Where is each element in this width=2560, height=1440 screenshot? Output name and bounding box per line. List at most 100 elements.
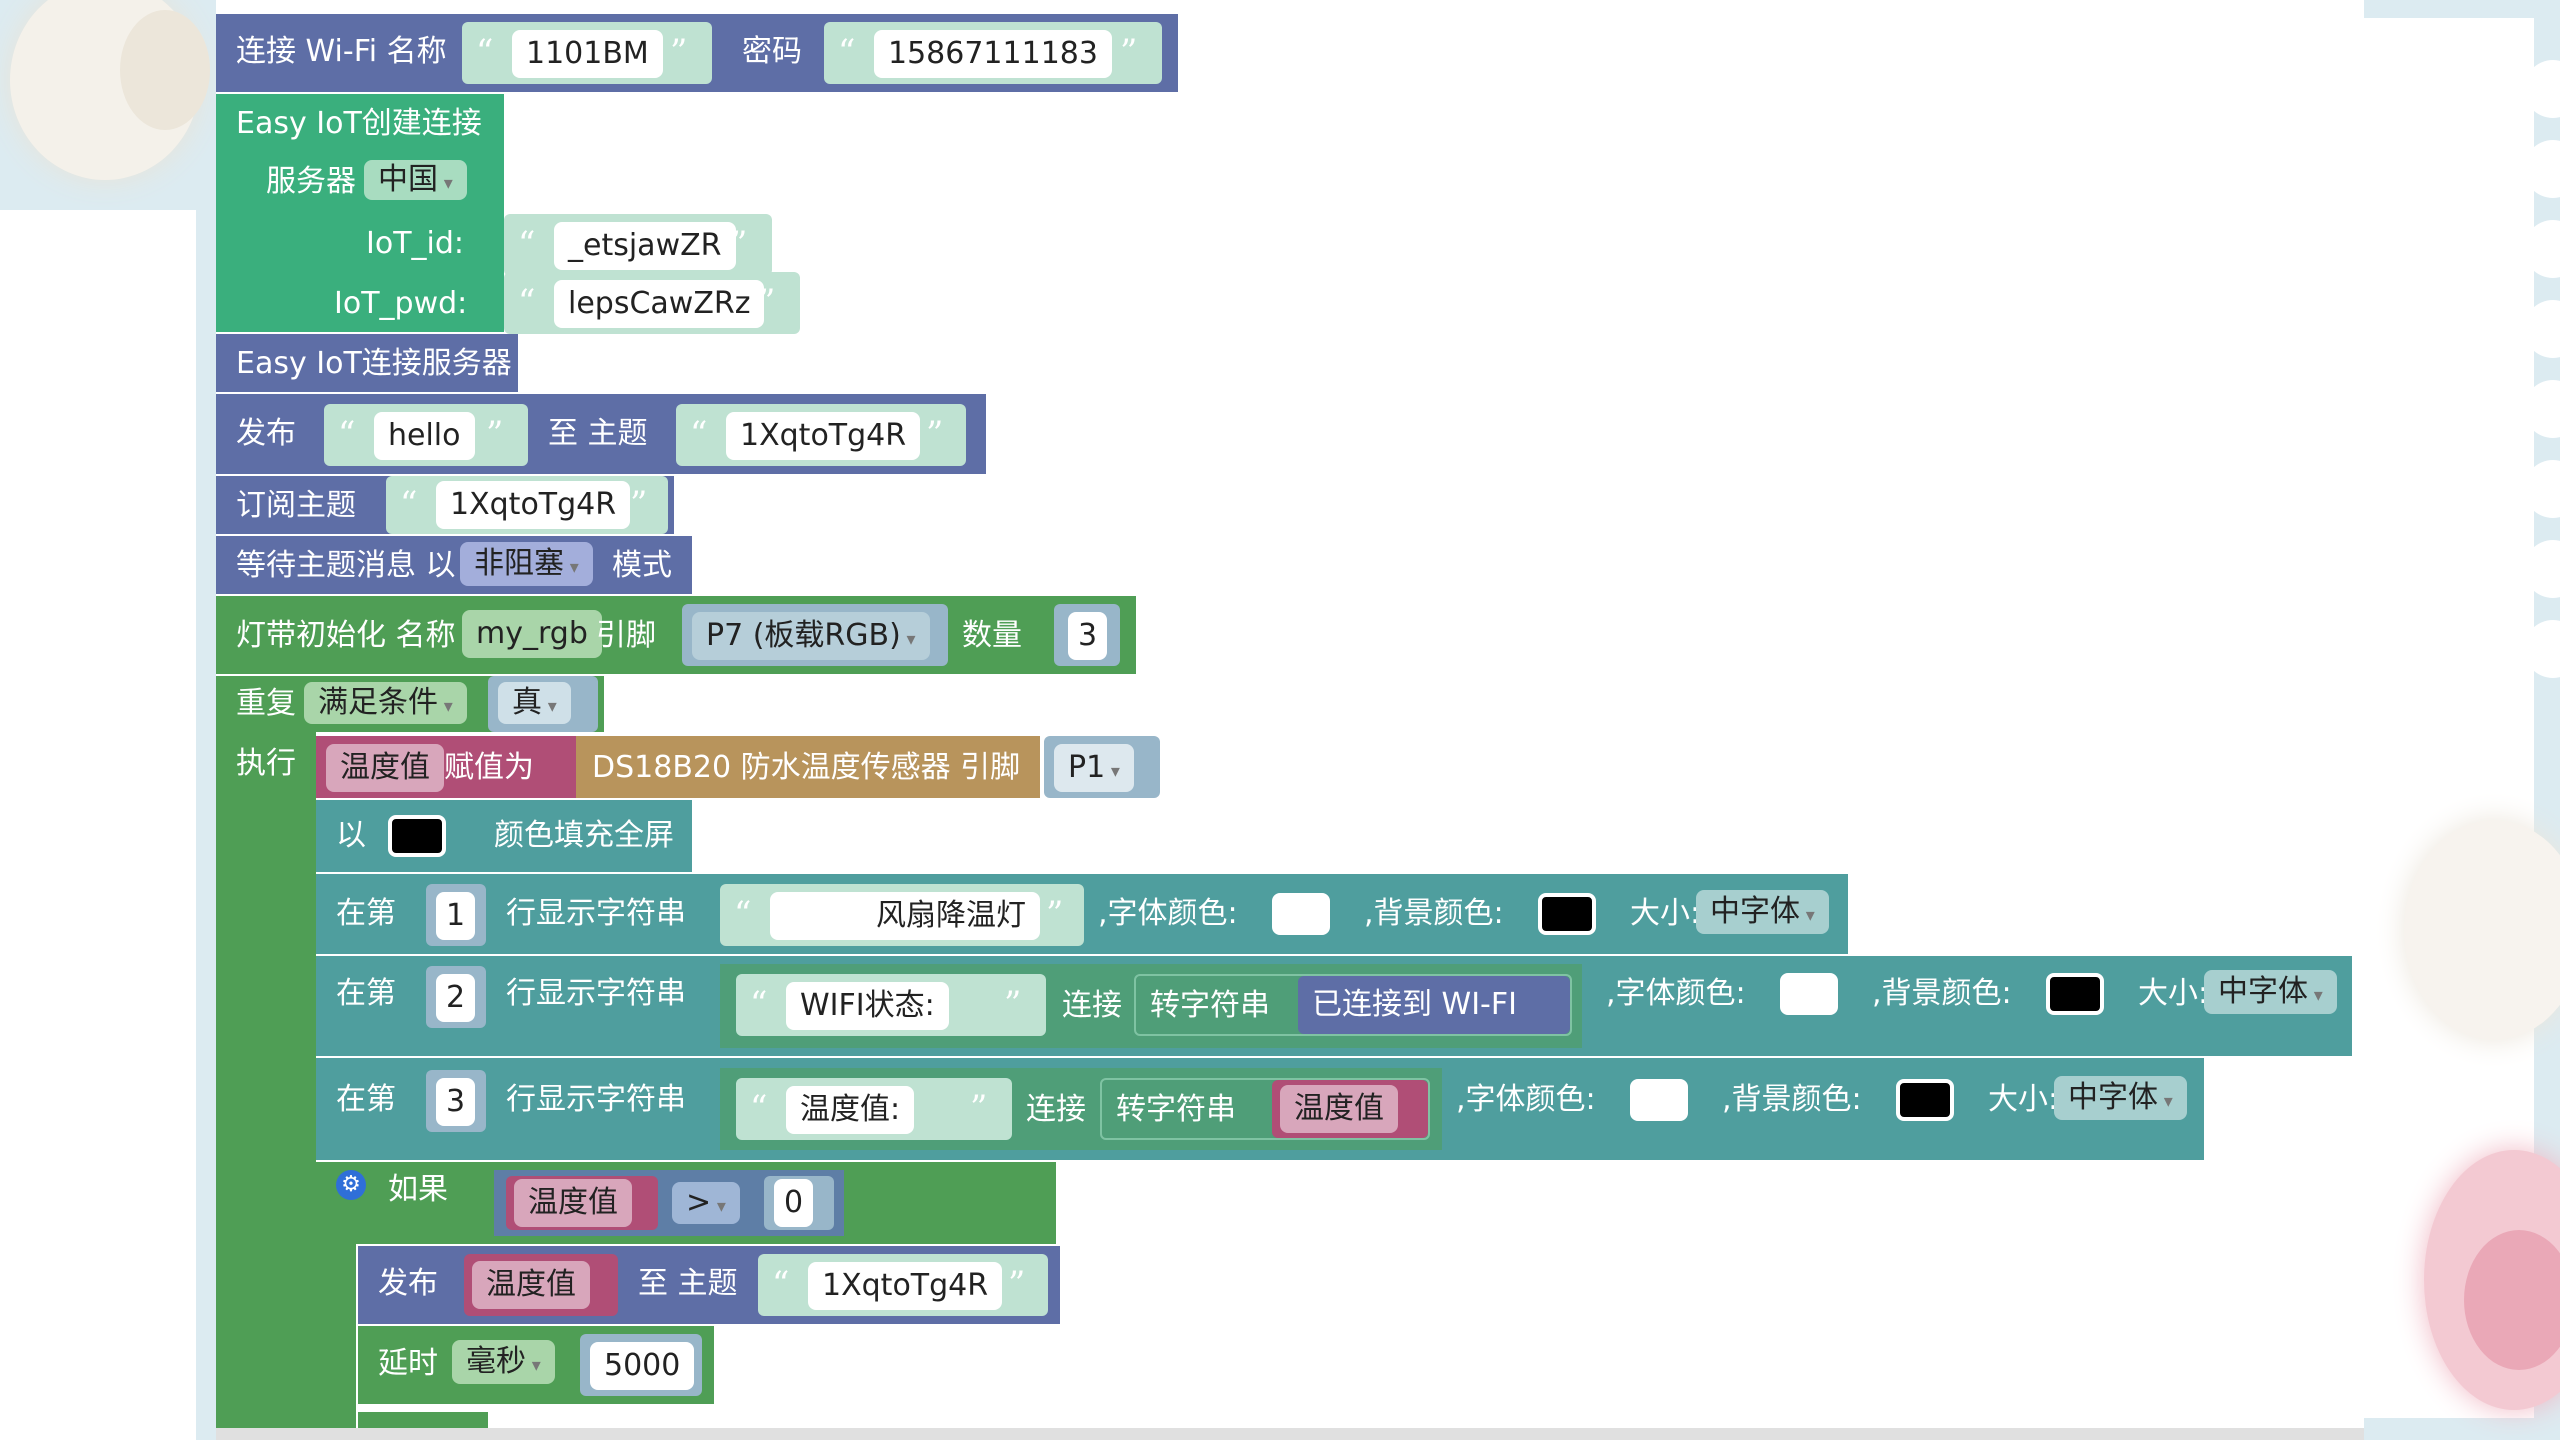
compare-block[interactable]: 温度值 > 0 <box>494 1170 844 1236</box>
sensor-pin-dropdown[interactable]: P1 <box>1054 744 1134 792</box>
fill-screen-block[interactable]: 以 颜色填充全屏 <box>316 800 692 872</box>
quote-close-icon: ” <box>1004 984 1022 1024</box>
easy-iot-create-block[interactable]: Easy IoT创建连接 服务器 中国 IoT_id: IoT_pwd: <box>216 94 504 332</box>
iot-id-field[interactable]: _etsjawZR <box>554 222 736 270</box>
led-pin-block[interactable]: P7 (板载RGB) <box>682 604 948 666</box>
line2-number-field[interactable]: 2 <box>436 974 476 1022</box>
quote-open-icon: “ <box>750 1088 768 1128</box>
publish-block[interactable]: 发布 “ hello ” 至 主题 “ 1XqtoTg4R ” <box>216 394 986 474</box>
assign-variable-field[interactable]: 温度值 <box>326 744 444 792</box>
line2-convert-block[interactable]: 转字符串 已连接到 WI-FI <box>1134 974 1572 1036</box>
line1-bg-color-swatch[interactable] <box>1538 893 1596 935</box>
line3-variable-field[interactable]: 温度值 <box>1280 1085 1398 1133</box>
line2-number-block[interactable]: 2 <box>426 966 486 1028</box>
line1-text-block[interactable]: “ 风扇降温灯 ” <box>720 884 1084 946</box>
compare-value-field[interactable]: 0 <box>774 1179 814 1227</box>
display-line1-block[interactable]: 在第 1 行显示字符串 “ 风扇降温灯 ” ,字体颜色: ,背景颜色: 大小: … <box>316 874 1848 954</box>
line2-join-block[interactable]: “ WIFI状态: ” 连接 转字符串 已连接到 WI-FI <box>720 964 1582 1048</box>
line3-font-color-swatch[interactable] <box>1630 1079 1688 1121</box>
compare-value-block[interactable]: 0 <box>764 1176 834 1230</box>
led-count-block[interactable]: 3 <box>1054 604 1120 666</box>
delay-value-field[interactable]: 5000 <box>590 1342 695 1390</box>
line3-bg-color-swatch[interactable] <box>1896 1079 1954 1121</box>
repeat-do-label: 执行 <box>236 746 296 781</box>
easy-iot-connect-block[interactable]: Easy IoT连接服务器 <box>216 334 518 392</box>
repeat-condition-dropdown[interactable]: 满足条件 <box>304 682 467 724</box>
publish-topic-field[interactable]: 1XqtoTg4R <box>726 412 921 460</box>
line3-variable-block[interactable]: 温度值 <box>1272 1080 1428 1138</box>
led-count-field[interactable]: 3 <box>1068 612 1108 660</box>
server-dropdown[interactable]: 中国 <box>364 160 467 200</box>
repeat-value-block[interactable]: 真 <box>488 676 598 732</box>
line1-font-color-swatch[interactable] <box>1272 893 1330 935</box>
line3-number-field[interactable]: 3 <box>436 1078 476 1126</box>
publish2-variable-field[interactable]: 温度值 <box>472 1261 590 1309</box>
line2-bg-color-swatch[interactable] <box>2046 973 2104 1015</box>
line1-size-dropdown[interactable]: 中字体 <box>1696 890 1829 934</box>
led-init-block[interactable]: 灯带初始化 名称 my_rgb 引脚 P7 (板载RGB) 数量 3 <box>216 596 1136 674</box>
compare-variable-block[interactable]: 温度值 <box>506 1176 658 1230</box>
compare-operator-dropdown[interactable]: > <box>672 1182 740 1224</box>
subscribe-topic-field[interactable]: 1XqtoTg4R <box>436 481 631 529</box>
line3-text-field[interactable]: 温度值: <box>786 1086 915 1134</box>
line3-convert-block[interactable]: 转字符串 温度值 <box>1100 1078 1430 1140</box>
line2-font-color-swatch[interactable] <box>1780 973 1838 1015</box>
publish2-topic-field[interactable]: 1XqtoTg4R <box>808 1262 1003 1310</box>
delay-unit-dropdown[interactable]: 毫秒 <box>452 1340 555 1384</box>
wait-mode-dropdown[interactable]: 非阻塞 <box>460 542 593 586</box>
line2-text-field[interactable]: WIFI状态: <box>786 982 949 1030</box>
publish2-topic-block[interactable]: “ 1XqtoTg4R ” <box>758 1254 1048 1316</box>
iot-id-text-block[interactable]: “ _etsjawZR ” <box>504 214 772 276</box>
line3-text-block[interactable]: “ 温度值: ” <box>736 1078 1012 1140</box>
line3-number-block[interactable]: 3 <box>426 1070 486 1132</box>
repeat-loop-header[interactable]: 重复 满足条件 真 <box>216 676 604 732</box>
subscribe-block[interactable]: 订阅主题 “ 1XqtoTg4R ” <box>216 476 674 534</box>
fill-color-swatch[interactable] <box>388 815 446 857</box>
wait-message-block[interactable]: 等待主题消息 以 非阻塞 模式 <box>216 536 692 594</box>
iot-pwd-text-block[interactable]: “ lepsCawZRz ” <box>504 272 800 334</box>
publish-temperature-block[interactable]: 发布 温度值 至 主题 “ 1XqtoTg4R ” <box>358 1246 1060 1324</box>
wifi-ssid-text-block[interactable]: “ 1101BM ” <box>462 22 712 84</box>
iot-pwd-field[interactable]: lepsCawZRz <box>554 280 765 328</box>
wait-label: 等待主题消息 以 <box>236 548 456 583</box>
wait-mode-suffix: 模式 <box>612 548 672 583</box>
right-decorative-border <box>2364 0 2560 1440</box>
flower-decoration <box>2404 820 2560 1040</box>
horizontal-scrollbar[interactable] <box>216 1428 2364 1440</box>
line2-text-block[interactable]: “ WIFI状态: ” <box>736 974 1046 1036</box>
display-line2-block[interactable]: 在第 2 行显示字符串 “ WIFI状态: ” 连接 转字符串 已连接到 WI-… <box>316 956 2352 1056</box>
led-name-field[interactable]: my_rgb <box>462 610 602 658</box>
wifi-password-text-block[interactable]: “ 15867111183 ” <box>824 22 1162 84</box>
repeat-loop-block[interactable] <box>216 676 316 1440</box>
blocks-workspace[interactable]: 连接 Wi-Fi 名称 “ 1101BM ” 密码 “ 15867111183 … <box>216 0 2364 1440</box>
compare-variable-field[interactable]: 温度值 <box>514 1179 632 1227</box>
subscribe-topic-block[interactable]: “ 1XqtoTg4R ” <box>386 476 668 534</box>
repeat-value-dropdown[interactable]: 真 <box>498 682 571 724</box>
wifi-password-label: 密码 <box>742 34 802 69</box>
line1-text-field[interactable]: 风扇降温灯 <box>770 892 1040 940</box>
line3-join-block[interactable]: “ 温度值: ” 连接 转字符串 温度值 <box>720 1068 1442 1150</box>
line2-size-dropdown[interactable]: 中字体 <box>2204 970 2337 1014</box>
sensor-pin-block[interactable]: P1 <box>1044 736 1160 798</box>
line3-size-dropdown[interactable]: 中字体 <box>2054 1076 2187 1120</box>
publish2-label: 发布 <box>378 1266 438 1301</box>
line3-convert-label: 转字符串 <box>1116 1092 1236 1127</box>
line1-number-field[interactable]: 1 <box>436 892 476 940</box>
led-pin-dropdown[interactable]: P7 (板载RGB) <box>692 612 930 660</box>
display-line3-block[interactable]: 在第 3 行显示字符串 “ 温度值: ” 连接 转字符串 温度值 ,字体颜色: … <box>316 1058 2204 1160</box>
line1-number-block[interactable]: 1 <box>426 884 486 946</box>
publish-topic-block[interactable]: “ 1XqtoTg4R ” <box>676 404 966 466</box>
delay-block[interactable]: 延时 毫秒 5000 <box>358 1326 714 1404</box>
if-header[interactable]: ⚙ 如果 温度值 > 0 <box>316 1162 1056 1244</box>
delay-value-block[interactable]: 5000 <box>580 1334 702 1396</box>
wifi-password-field[interactable]: 15867111183 <box>874 30 1112 78</box>
publish-message-field[interactable]: hello <box>374 412 475 460</box>
gear-icon[interactable]: ⚙ <box>336 1170 366 1200</box>
wifi-ssid-field[interactable]: 1101BM <box>512 30 663 78</box>
wifi-status-block[interactable]: 已连接到 WI-FI <box>1298 976 1570 1034</box>
publish-message-block[interactable]: “ hello ” <box>324 404 528 466</box>
publish2-variable-block[interactable]: 温度值 <box>464 1254 618 1316</box>
wifi-connect-block[interactable]: 连接 Wi-Fi 名称 “ 1101BM ” 密码 “ 15867111183 … <box>216 14 1178 92</box>
assign-block[interactable]: 温度值 赋值为 <box>316 736 576 798</box>
ds18b20-sensor-block[interactable]: DS18B20 防水温度传感器 引脚 P1 <box>576 736 1160 798</box>
